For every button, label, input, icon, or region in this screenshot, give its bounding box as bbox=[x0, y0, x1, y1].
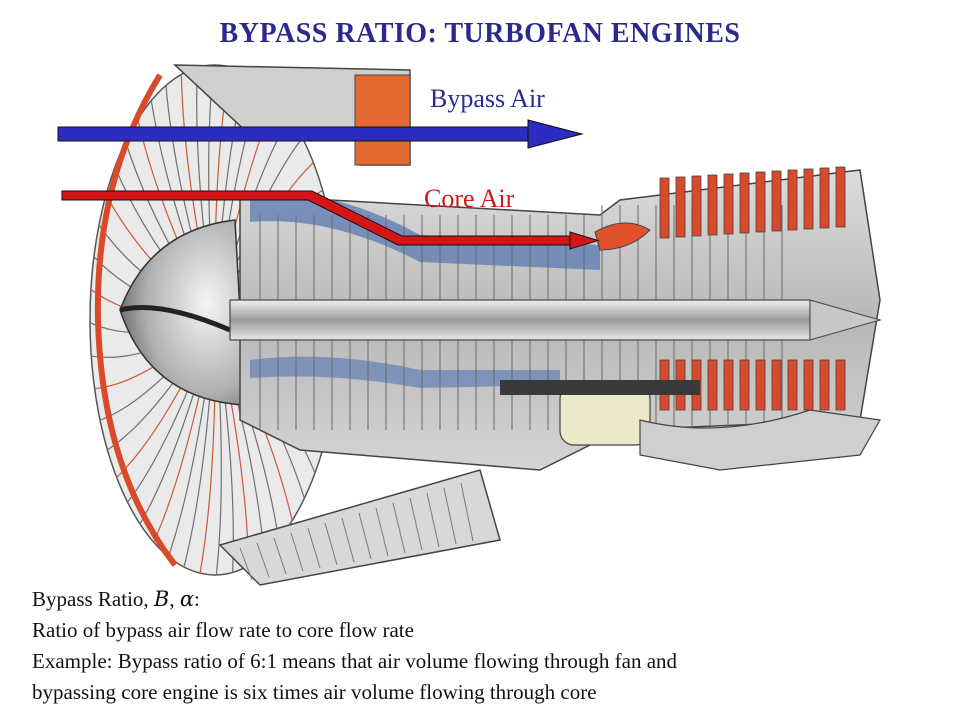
page-title: BYPASS RATIO: TURBOFAN ENGINES bbox=[219, 18, 741, 49]
bypass-air-arrow-icon bbox=[57, 119, 584, 149]
ratio-description-line: Ratio of bypass air flow rate to core fl… bbox=[32, 618, 414, 642]
bypass-ratio-prefix: Bypass Ratio, bbox=[32, 587, 154, 611]
core-air-arrow-icon bbox=[61, 190, 600, 250]
turbofan-engine-cutaway-icon bbox=[89, 64, 882, 586]
turbofan-engine-diagram bbox=[57, 64, 882, 586]
definition-suffix: : bbox=[194, 587, 200, 611]
symbol-separator: , bbox=[169, 587, 180, 611]
description-text: Bypass Ratio, B, α: Ratio of bypass air … bbox=[32, 584, 932, 708]
example-line-2: bypassing core engine is six times air v… bbox=[32, 680, 597, 704]
symbol-alpha: α bbox=[179, 587, 195, 611]
example-line-1: Example: Bypass ratio of 6:1 means that … bbox=[32, 649, 678, 673]
bypass-ratio-definition-line: Bypass Ratio, B, α: bbox=[32, 584, 932, 615]
symbol-b: B bbox=[153, 587, 170, 611]
core-air-label: Core Air bbox=[424, 184, 515, 213]
bypass-air-label: Bypass Air bbox=[430, 84, 545, 113]
